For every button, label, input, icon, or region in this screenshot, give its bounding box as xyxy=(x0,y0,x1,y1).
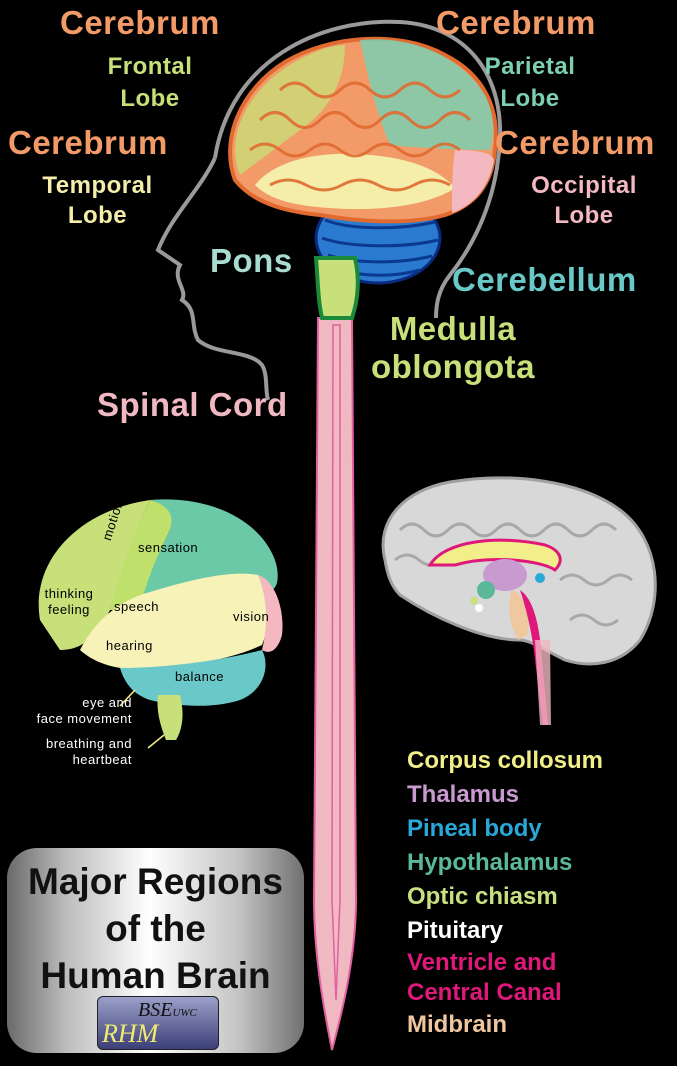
map-label-thinking: thinking feeling xyxy=(44,586,94,617)
label-parietal-lobe: Parietal Lobe xyxy=(484,53,576,112)
spinal-cord xyxy=(312,317,358,1051)
legend-midbrain: Midbrain xyxy=(407,1011,507,1038)
label-cerebrum-temporal: Cerebrum xyxy=(8,124,168,161)
map-brainstem xyxy=(157,695,183,740)
map-label-balance: balance xyxy=(175,669,225,684)
medulla xyxy=(313,256,360,320)
legend-pineal-body: Pineal body xyxy=(407,815,542,842)
central-canal xyxy=(331,324,341,1001)
structure-legend: Corpus collosum Thalamus Pineal body Hyp… xyxy=(407,744,603,1042)
title-panel: Major Regions of the Human Brain BSEUWC … xyxy=(7,848,304,1053)
face-outline xyxy=(155,157,270,401)
label-pons: Pons xyxy=(210,242,293,279)
label-frontal-lobe: Frontal Lobe xyxy=(107,53,193,112)
author-badge: BSEUWC RHM xyxy=(97,996,219,1050)
map-label-speech: speech xyxy=(114,599,159,614)
sagittal-midbrain xyxy=(509,590,529,640)
map-label-eye-face: eye and face movement xyxy=(36,695,132,727)
frontal-lobe xyxy=(235,45,345,175)
map-motion xyxy=(110,500,172,610)
sagittal-pituitary xyxy=(475,604,483,612)
map-label-hearing: hearing xyxy=(106,638,153,653)
sagittal-pineal xyxy=(535,573,545,583)
label-occipital-lobe: Occipital Lobe xyxy=(531,172,637,229)
label-medulla: Medulla oblongota xyxy=(371,310,535,385)
label-cerebrum-occipital: Cerebrum xyxy=(495,124,655,161)
parietal-lobe xyxy=(360,39,494,151)
map-speech-hearing xyxy=(80,573,269,670)
map-balance xyxy=(120,650,266,706)
legend-corpus-collosum: Corpus collosum xyxy=(407,747,604,774)
label-cerebellum: Cerebellum xyxy=(452,261,637,298)
poster-title: Major Regions of the Human Brain xyxy=(28,861,283,996)
occipital-lobe xyxy=(452,150,494,213)
legend-ventricle: Ventricle and Central Canal xyxy=(407,949,562,1006)
label-cerebrum-parietal: Cerebrum xyxy=(436,4,596,41)
sagittal-thalamus xyxy=(483,559,527,591)
sagittal-optic xyxy=(470,597,478,605)
badge-uwc: UWC xyxy=(172,1007,197,1019)
map-vision xyxy=(258,575,283,652)
legend-hypothalamus: Hypothalamus xyxy=(407,849,573,876)
map-label-sensation: sensation xyxy=(138,540,199,555)
badge-bse: BSEUWC xyxy=(138,999,197,1021)
legend-pituitary: Pituitary xyxy=(407,917,504,944)
head-outline xyxy=(213,19,503,319)
legend-thalamus: Thalamus xyxy=(407,781,520,808)
label-spinal-cord: Spinal Cord xyxy=(97,386,288,423)
label-cerebrum-frontal: Cerebrum xyxy=(60,4,220,41)
map-label-vision: vision xyxy=(233,609,270,624)
sagittal-hypothalamus xyxy=(477,581,495,599)
badge-rhm: RHM xyxy=(102,1019,159,1048)
label-temporal-lobe: Temporal Lobe xyxy=(42,172,153,229)
legend-optic-chiasm: Optic chiasm xyxy=(407,883,558,910)
map-frontal xyxy=(38,500,150,650)
map-label-breathing: breathing and heartbeat xyxy=(45,736,132,768)
